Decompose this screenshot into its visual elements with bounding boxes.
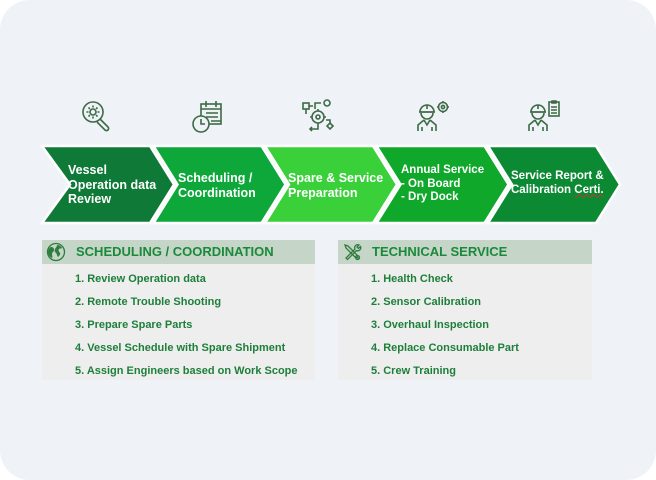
step-label-1: Vessel Operation data Review <box>68 163 156 207</box>
step-label-line: Scheduling / <box>178 171 253 185</box>
list-item: 2. Remote Trouble Shooting <box>75 296 222 308</box>
globe-icon <box>46 242 66 262</box>
step-label-line: - On Board <box>401 177 461 190</box>
workflow-gear-icon <box>300 98 336 134</box>
technical-service-panel: TECHNICAL SERVICE 1. Health Check 2. Sen… <box>338 240 592 380</box>
step-label-3: Spare & Service Preparation <box>288 171 383 200</box>
calendar-clock-icon <box>189 98 225 134</box>
chevron-step-4 <box>374 144 510 225</box>
step-label-line: Review <box>68 192 112 206</box>
panel-header: SCHEDULING / COORDINATION <box>42 240 315 264</box>
gear-magnifier-icon <box>78 98 114 134</box>
list-item: 3. Overhaul Inspection <box>371 319 489 331</box>
list-item: 2. Sensor Calibration <box>371 296 482 308</box>
step-label-line: Spare & Service <box>288 171 384 185</box>
panel-title: TECHNICAL SERVICE <box>372 244 508 259</box>
list-item: 3. Prepare Spare Parts <box>75 319 193 331</box>
step-label-2: Scheduling / Coordination <box>178 171 256 200</box>
panel-list: 1. Review Operation data 2. Remote Troub… <box>75 272 298 387</box>
step-label-4: Annual Service - On Board - Dry Dock <box>401 164 484 205</box>
step-label-line: - Dry Dock <box>401 191 459 203</box>
list-item: 1. Review Operation data <box>75 273 206 285</box>
tools-icon <box>342 242 362 262</box>
step-label-line: Vessel <box>68 163 107 177</box>
step-label-line: Coordination <box>178 185 256 200</box>
panel-list: 1. Health Check 2. Sensor Calibration 3.… <box>371 272 519 387</box>
step-label-line: Operation data <box>68 177 157 192</box>
step-label-line: Annual Service <box>401 164 485 176</box>
chevron-step-2 <box>151 144 287 225</box>
panel-header: TECHNICAL SERVICE <box>338 240 592 264</box>
scheduling-panel: SCHEDULING / COORDINATION 1. Review Oper… <box>42 240 315 380</box>
spellcheck-word: Certi. <box>574 183 604 196</box>
chevron-step-3 <box>262 144 399 225</box>
panel-title: SCHEDULING / COORDINATION <box>76 244 274 259</box>
chevron-step-5 <box>485 144 622 225</box>
engineer-clipboard-icon <box>526 98 562 134</box>
step-label-line: Service Report & <box>511 170 604 182</box>
list-item: 5. Crew Training <box>371 365 456 377</box>
step-label-line: Calibration Certi. <box>511 183 604 196</box>
list-item: 1. Health Check <box>371 273 453 285</box>
list-item: 4. Replace Consumable Part <box>371 342 519 354</box>
step-label-line: Preparation <box>288 185 358 200</box>
chevron-step-1 <box>39 144 176 225</box>
engineer-gear-icon <box>415 98 451 134</box>
list-item: 5. Assign Engineers based on Work Scope <box>75 365 298 377</box>
step-label-5: Service Report & Calibration Certi. <box>511 170 604 197</box>
list-item: 4. Vessel Schedule with Spare Shipment <box>75 342 286 354</box>
